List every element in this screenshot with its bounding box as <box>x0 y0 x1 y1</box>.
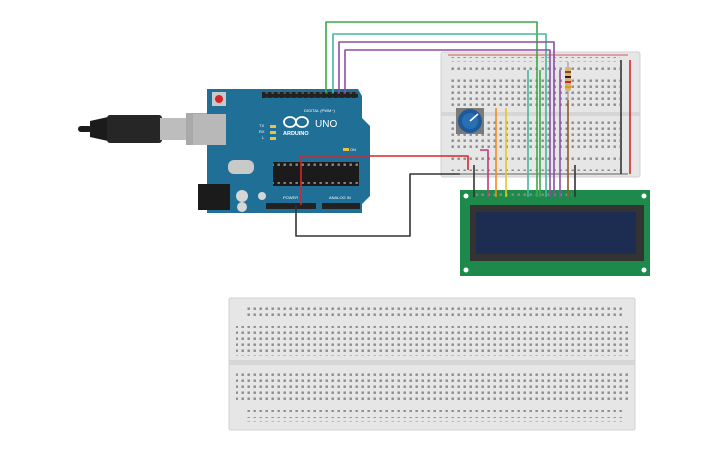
rx-label: RX <box>259 129 265 134</box>
l-label: L <box>262 135 265 140</box>
wires[interactable] <box>295 21 631 237</box>
power-jack <box>198 184 230 210</box>
large-breadboard[interactable] <box>228 297 636 431</box>
analog-header <box>322 203 360 209</box>
wire-5v-red <box>300 155 469 205</box>
arduino-uno-board[interactable]: ARDUINO UNO DIGITAL (PWM~) POWER ANALOG … <box>193 89 370 213</box>
potentiometer-icon[interactable] <box>456 108 484 134</box>
model-label: UNO <box>315 119 337 130</box>
on-label: ON <box>350 147 356 152</box>
digital-label: DIGITAL (PWM~) <box>304 108 336 113</box>
arduino-logo <box>283 116 309 128</box>
analog-label: ANALOG IN <box>329 195 351 200</box>
power-label: POWER <box>283 195 298 200</box>
resistor-icon[interactable] <box>565 62 571 100</box>
wire-teal <box>332 33 547 197</box>
wire-gnd-black <box>295 173 460 237</box>
arduino-logo-text: ARDUINO <box>283 131 309 137</box>
wire-purple <box>338 41 555 197</box>
wire-purple-2 <box>344 49 551 197</box>
usb-jack <box>193 114 226 145</box>
lcd-screen <box>476 212 636 254</box>
wire-lcd-pink <box>480 149 489 197</box>
tx-label: TX <box>259 123 264 128</box>
lcd-display[interactable] <box>460 190 650 276</box>
power-header <box>266 203 316 209</box>
wire-green <box>325 21 538 197</box>
